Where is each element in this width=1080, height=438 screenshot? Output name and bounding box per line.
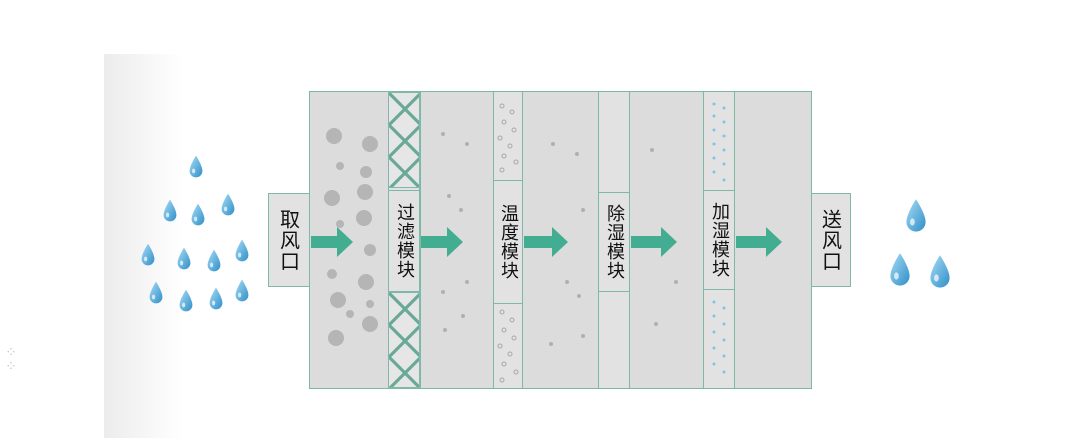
dehumidify-module-label: 除湿模块 xyxy=(598,192,630,292)
water-drop-icon xyxy=(906,199,926,232)
water-drop-icon xyxy=(149,281,163,304)
particles-temperature-section xyxy=(549,142,585,346)
water-drop-icon xyxy=(235,279,249,302)
particles-intake-section xyxy=(324,128,378,346)
supply-port-label: 送风口 xyxy=(811,193,851,287)
filter-module-label: 过滤模块 xyxy=(388,190,420,292)
arrow-right-icon xyxy=(736,227,782,257)
particles-temperature-strip xyxy=(497,103,519,383)
arrow-right-icon xyxy=(311,227,353,257)
intake-port-label: 取风口 xyxy=(268,193,310,287)
section-divider xyxy=(420,91,421,389)
water-drop-icon xyxy=(179,289,193,312)
arrow-right-icon xyxy=(421,227,463,257)
droplet-cluster-right xyxy=(890,199,950,288)
water-drop-icon xyxy=(890,253,910,286)
droplet-cluster-left xyxy=(141,155,249,312)
water-drop-icon xyxy=(189,155,203,178)
water-drop-icon xyxy=(235,239,249,262)
decorative-side-mark: ⁘⁘ xyxy=(5,345,17,375)
temperature-module-text: 温度模块 xyxy=(498,204,519,280)
particles-humidify-strip xyxy=(712,102,726,374)
supply-port-text: 送风口 xyxy=(818,208,843,272)
humidify-module-label: 加湿模块 xyxy=(703,190,735,290)
left-gradient-panel xyxy=(104,54,184,438)
dehumidify-module-text: 除湿模块 xyxy=(604,204,625,280)
arrow-right-icon xyxy=(631,227,677,257)
particles-dehumidify-section xyxy=(650,148,678,326)
water-drop-icon xyxy=(163,199,177,222)
water-drop-icon xyxy=(191,203,205,226)
water-drop-icon xyxy=(141,243,155,266)
filter-module-text: 过滤模块 xyxy=(394,203,415,279)
intake-port-text: 取风口 xyxy=(276,208,301,272)
arrow-right-icon xyxy=(524,227,568,257)
water-drop-icon xyxy=(207,249,221,272)
filter-mesh-top xyxy=(388,92,420,188)
water-drop-icon xyxy=(930,255,950,288)
water-drop-icon xyxy=(221,193,235,216)
humidify-module-text: 加湿模块 xyxy=(709,202,730,278)
water-drop-icon xyxy=(177,247,191,270)
filter-mesh-bottom xyxy=(388,292,420,388)
particles-filter-section xyxy=(441,132,469,332)
temperature-module-label: 温度模块 xyxy=(493,180,523,304)
water-drop-icon xyxy=(209,287,223,310)
